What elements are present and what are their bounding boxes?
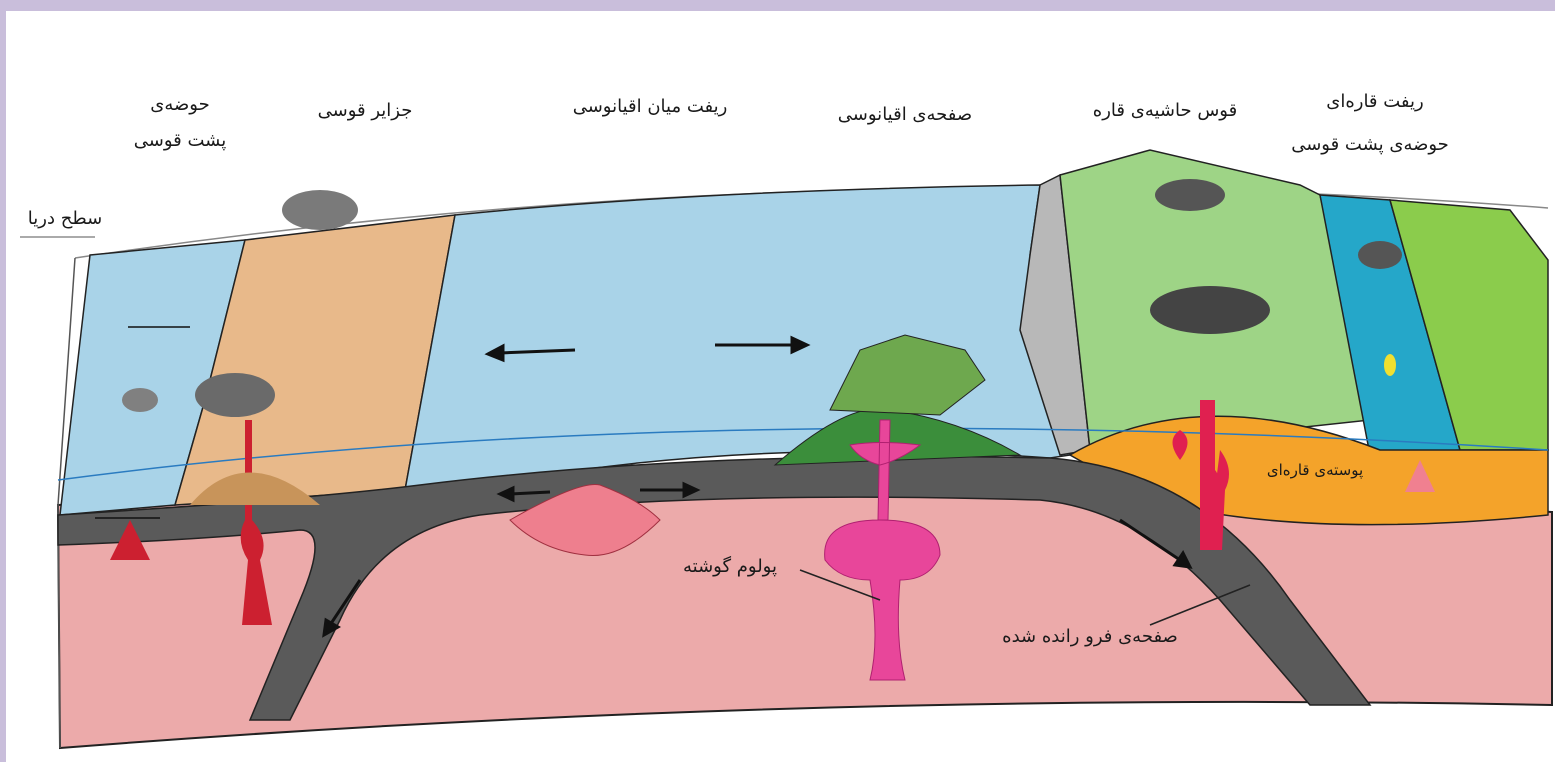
label-back-arc-basin-2: پشت قوسی	[115, 126, 245, 156]
label-sea-level: سطح دریا	[10, 204, 120, 234]
ash-cloud-4	[1155, 179, 1225, 211]
label-subducted-plate: صفحه‌ی فرو رانده شده	[975, 622, 1205, 652]
label-mid-ocean-ridge: ریفت میان اقیانوسی	[540, 92, 760, 122]
ash-cloud-3	[122, 388, 158, 412]
label-back-arc-basin: حوضه‌ی	[125, 90, 235, 120]
label-island-arc: جزایر قوسی	[295, 96, 435, 126]
rift-lava	[1384, 354, 1396, 376]
label-mantle-plume: پولوم گوشته	[660, 552, 800, 582]
label-continental-rift-2: حوضه‌ی پشت قوسی	[1260, 130, 1480, 160]
label-oceanic-plate: صفحه‌ی اقیانوسی	[810, 100, 1000, 130]
label-continental-rift: ریفت قاره‌ای	[1290, 87, 1460, 117]
ash-cloud-2	[195, 373, 275, 417]
ash-cloud-1	[282, 190, 358, 230]
ash-cloud-5	[1150, 286, 1270, 334]
label-continental-crust: پوسته‌ی قاره‌ای	[1245, 455, 1385, 485]
label-continental-margin-arc: قوس حاشیه‌ی قاره	[1060, 96, 1270, 126]
ash-cloud-6	[1358, 241, 1402, 269]
